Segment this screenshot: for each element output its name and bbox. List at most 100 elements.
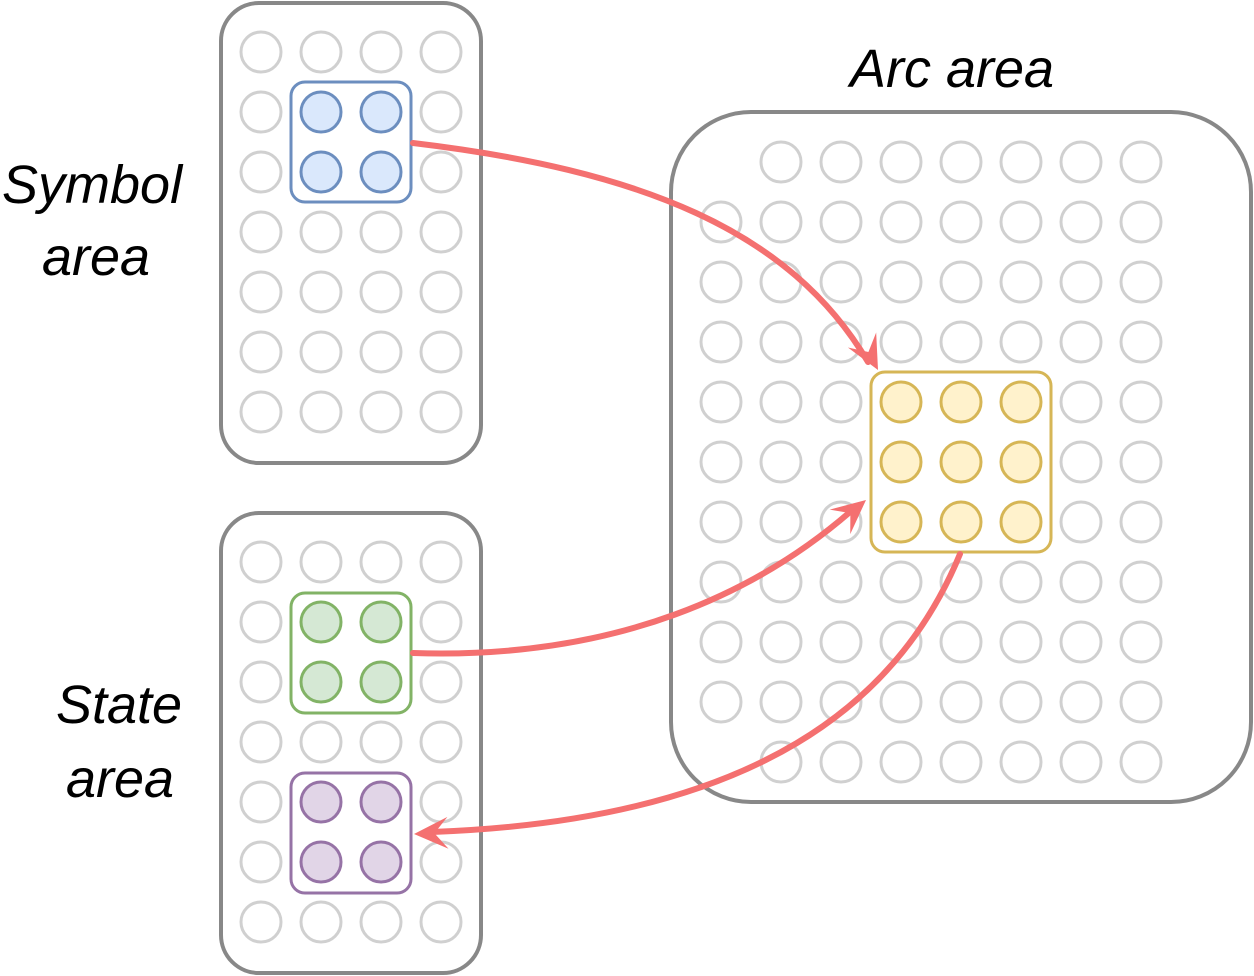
- state-purple-node: [299, 780, 343, 824]
- arc-grid-node: [819, 740, 863, 784]
- arc-grid-node: [879, 740, 923, 784]
- arc-grid-node: [759, 440, 803, 484]
- symbol-grid-node: [419, 30, 463, 74]
- arc-yellow-node: [879, 380, 923, 424]
- state-grid-node: [359, 540, 403, 584]
- arc-grid-node: [939, 740, 983, 784]
- arc-grid-node: [759, 500, 803, 544]
- symbol-blue-node: [299, 90, 343, 134]
- symbol-grid-node: [299, 30, 343, 74]
- state-grid-node: [239, 840, 283, 884]
- arc-grid-node: [939, 200, 983, 244]
- state-grid-node: [239, 780, 283, 824]
- arc-yellow-node: [999, 500, 1043, 544]
- symbol-blue-node: [299, 150, 343, 194]
- symbol-area-label-line2: area: [42, 227, 151, 287]
- arc-grid-node: [759, 680, 803, 724]
- state-area-label-line2: area: [66, 749, 175, 809]
- arc-grid-node: [819, 620, 863, 664]
- symbol-grid-node: [359, 390, 403, 434]
- arc-grid-node: [819, 560, 863, 604]
- symbol-blue-node: [359, 150, 403, 194]
- arc-grid-node: [999, 680, 1043, 724]
- circles-layer: [239, 30, 1163, 944]
- arc-grid-node: [999, 260, 1043, 304]
- symbol-area-label: Symbol: [2, 158, 182, 212]
- arc-grid-node: [879, 680, 923, 724]
- symbol-grid-node: [239, 270, 283, 314]
- arc-grid-node: [999, 740, 1043, 784]
- state-area-panel: [219, 511, 483, 975]
- arc-grid-node: [1059, 260, 1103, 304]
- arc-yellow-node: [879, 440, 923, 484]
- arc-grid-node: [999, 200, 1043, 244]
- state-grid-node: [239, 660, 283, 704]
- state-green-node: [299, 600, 343, 644]
- arc-grid-node: [1119, 620, 1163, 664]
- arc-grid-node: [1119, 380, 1163, 424]
- arc-grid-node: [1119, 500, 1163, 544]
- state-green-node: [359, 600, 403, 644]
- arc-grid-node: [1059, 380, 1103, 424]
- arc-grid-node: [1059, 620, 1103, 664]
- state-grid-node: [239, 900, 283, 944]
- arrow-arc-to-state: [429, 551, 963, 835]
- symbol-grid-node: [239, 330, 283, 374]
- symbol-grid-node: [239, 390, 283, 434]
- state-grid-node: [419, 840, 463, 884]
- arrow-state-to-arc-head: [829, 500, 866, 535]
- arc-grid-node: [939, 620, 983, 664]
- arc-grid-node: [819, 380, 863, 424]
- symbol-grid-node: [419, 390, 463, 434]
- arc-yellow-node: [879, 500, 923, 544]
- arc-grid-node: [1059, 320, 1103, 364]
- arc-grid-node: [1119, 320, 1163, 364]
- state-grid-node: [419, 900, 463, 944]
- arc-grid-node: [999, 560, 1043, 604]
- arc-grid-node: [1059, 560, 1103, 604]
- arc-grid-node: [759, 140, 803, 184]
- state-area-label: State: [56, 678, 182, 732]
- arc-grid-node: [699, 320, 743, 364]
- arc-grid-node: [999, 140, 1043, 184]
- arrows-layer: [410, 140, 963, 849]
- state-area-label-line1: State: [56, 675, 183, 735]
- arc-grid-node: [1119, 680, 1163, 724]
- state-grid-node: [299, 900, 343, 944]
- arc-grid-node: [1059, 680, 1103, 724]
- state-highlight-purple: [289, 771, 413, 895]
- arc-grid-node: [1119, 140, 1163, 184]
- arc-grid-node: [759, 260, 803, 304]
- state-grid-node: [419, 780, 463, 824]
- state-grid-node: [299, 540, 343, 584]
- arc-grid-node: [939, 140, 983, 184]
- arc-grid-node: [699, 620, 743, 664]
- arc-grid-node: [999, 320, 1043, 364]
- state-grid-node: [419, 720, 463, 764]
- symbol-grid-node: [239, 210, 283, 254]
- arc-grid-node: [939, 680, 983, 724]
- symbol-grid-node: [239, 30, 283, 74]
- symbol-grid-node: [419, 270, 463, 314]
- arrow-arc-to-state-head: [414, 816, 449, 849]
- arc-grid-node: [759, 320, 803, 364]
- state-green-node: [299, 660, 343, 704]
- state-grid-node: [419, 540, 463, 584]
- arc-grid-node: [1119, 560, 1163, 604]
- arc-grid-node: [699, 500, 743, 544]
- state-green-node: [359, 660, 403, 704]
- arc-yellow-node: [999, 440, 1043, 484]
- symbol-grid-node: [239, 150, 283, 194]
- state-grid-node: [299, 720, 343, 764]
- symbol-grid-node: [299, 330, 343, 374]
- arc-grid-node: [879, 320, 923, 364]
- arc-grid-node: [879, 200, 923, 244]
- state-grid-node: [359, 720, 403, 764]
- symbol-grid-node: [299, 390, 343, 434]
- arc-grid-node: [819, 260, 863, 304]
- arc-grid-node: [699, 680, 743, 724]
- arc-yellow-node: [939, 440, 983, 484]
- symbol-grid-node: [419, 210, 463, 254]
- symbol-blue-node: [359, 90, 403, 134]
- state-area-label-2: area: [66, 752, 174, 806]
